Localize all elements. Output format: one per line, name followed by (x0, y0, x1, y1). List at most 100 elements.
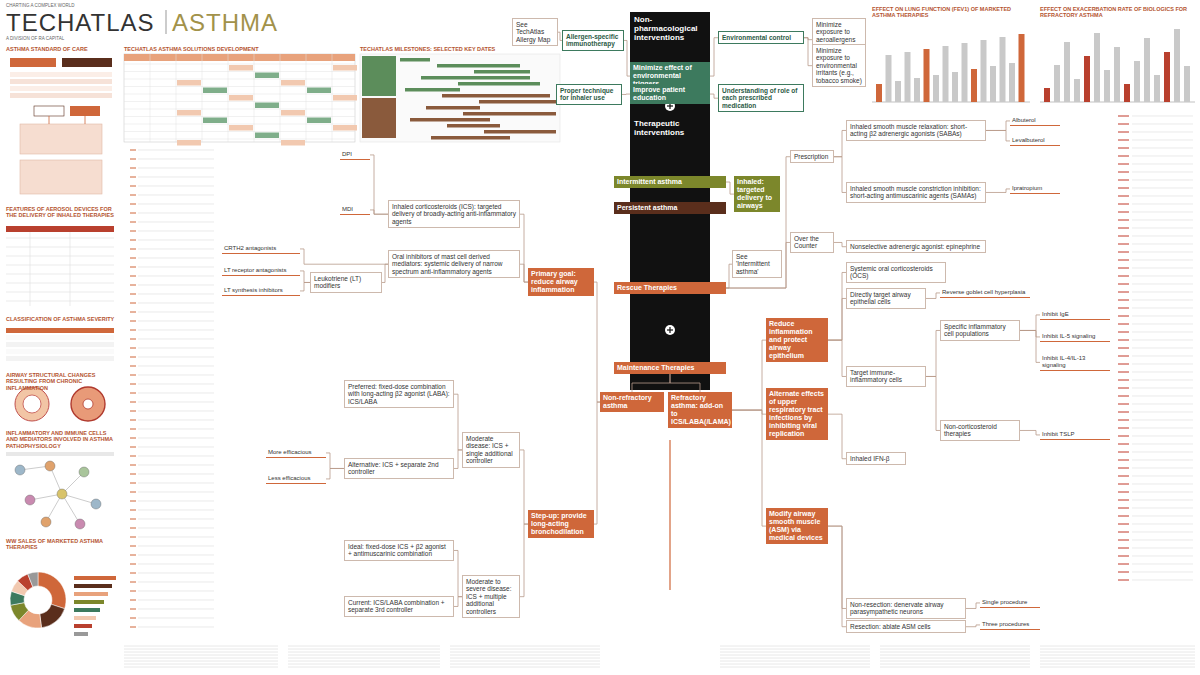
tree-box: Step-up: provide long-acting bronchodila… (528, 510, 594, 538)
leaf-rule (1132, 172, 1193, 173)
leaf-rule (138, 465, 214, 466)
sales-bar (74, 624, 92, 628)
tree-connector (1020, 315, 1040, 331)
leaf-rule (138, 195, 214, 196)
table-rule (6, 301, 114, 302)
tree-box: Non-corticosteroid therapies (940, 420, 1020, 441)
box-text: Understanding of role of each prescribed… (722, 87, 800, 109)
chart-bar (1134, 61, 1140, 102)
leaf-item: DPI (340, 150, 370, 160)
chart-bar (933, 75, 939, 102)
leaf-rule (138, 312, 214, 313)
table-rule (124, 124, 355, 125)
chart-bar (1184, 66, 1190, 102)
leaf-rule (1132, 196, 1193, 197)
tree-connector (966, 603, 980, 609)
tree-connector (594, 402, 600, 524)
leaf-rule (1132, 532, 1193, 533)
leaf-tick (1118, 220, 1129, 221)
leaf-tick (130, 582, 136, 583)
cell-icon (57, 489, 67, 499)
table-rule (280, 54, 281, 142)
tree-box: Persistent asthma (614, 202, 726, 214)
note-line (288, 658, 440, 659)
chart-bar (886, 55, 892, 102)
box-text: Ideal: fixed-dose ICS + β2 agonist + ant… (348, 543, 450, 558)
box-text: Inhaled corticosteroids (ICS): targeted … (392, 203, 516, 225)
leaf-rule (1132, 500, 1193, 501)
table-rule (124, 139, 355, 140)
leaf-rule (138, 609, 214, 610)
leaf-rule (1132, 444, 1193, 445)
tree-connector (454, 597, 462, 607)
tree-connector (454, 450, 462, 469)
leaf-rule (1132, 308, 1193, 309)
table-cell (281, 140, 305, 146)
note-line (124, 649, 278, 650)
tree-connector (300, 271, 310, 283)
tree-box: Leukotriene (LT) modifiers (310, 272, 382, 293)
tree-connector (594, 282, 600, 402)
note-line (450, 667, 600, 668)
leaf-rule (138, 546, 214, 547)
box-text: Persistent asthma (617, 204, 723, 212)
leaf-tick (1118, 420, 1129, 421)
note-line (720, 661, 870, 662)
leaf-rule (138, 492, 214, 493)
table-rule (176, 54, 177, 142)
cell-icon (45, 461, 55, 471)
note-line (288, 661, 440, 662)
box-text: DPI (342, 151, 368, 158)
leaf-tick (130, 330, 136, 331)
leaf-tick (130, 177, 136, 178)
leaf-rule (1132, 396, 1193, 397)
leaf-tick (1118, 212, 1129, 213)
box-text: Non-pharmacological interventions (634, 15, 706, 43)
note-line (450, 661, 600, 662)
leaf-tick (1118, 508, 1129, 509)
note-line (880, 649, 1030, 650)
box-text: Environmental control (722, 34, 800, 41)
sales-bar (74, 632, 88, 636)
tree-box: Moderate to severe disease: ICS + multip… (462, 575, 520, 618)
tree-box: Systemic oral corticosteroids (OCS) (846, 262, 946, 283)
leaf-rule (1132, 140, 1193, 141)
table-cell (203, 118, 227, 124)
note-line (720, 658, 870, 659)
leaf-rule (1132, 348, 1193, 349)
tree-box: Allergen-specific immunotherapy (562, 30, 624, 51)
leaf-tick (130, 564, 136, 565)
gantt-frame (360, 54, 560, 142)
table-cell (255, 133, 279, 139)
tree-box: Minimize exposure to environmental irrit… (812, 44, 866, 87)
gantt-bar (431, 136, 510, 140)
table-cell (229, 65, 253, 71)
note-line (720, 649, 870, 650)
table-cell (281, 110, 305, 116)
box-text: Step-up: provide long-acting bronchodila… (531, 512, 591, 536)
leaf-rule (1132, 260, 1193, 261)
leaf-rule (1132, 244, 1193, 245)
box-text: Systemic oral corticosteroids (OCS) (850, 265, 942, 280)
leaf-tick (130, 303, 136, 304)
leaf-tick (130, 312, 136, 313)
tree-box: Intermittent asthma (614, 176, 726, 188)
section-heading: TECHATLAS ASTHMA SOLUTIONS DEVELOPMENT (124, 46, 354, 52)
chart-bar (1144, 38, 1150, 102)
leaf-tick (1118, 292, 1129, 293)
table-cell (333, 65, 357, 71)
box-text: See TechAtlas Allergy Map (516, 21, 554, 43)
cell-icon (91, 499, 101, 509)
leaf-tick (1118, 260, 1129, 261)
note-line (450, 652, 600, 653)
leaf-item: Ipratropium (1010, 184, 1060, 194)
table-rule (124, 86, 355, 87)
tree-connector (726, 157, 790, 288)
leaf-rule (1132, 228, 1193, 229)
leaf-tick (130, 240, 136, 241)
note-line (124, 661, 278, 662)
chart-bar (1124, 84, 1130, 102)
brand-name: TECHATLAS (6, 9, 155, 37)
donut-slice (38, 572, 66, 609)
tree-box: See TechAtlas Allergy Map (512, 18, 558, 46)
